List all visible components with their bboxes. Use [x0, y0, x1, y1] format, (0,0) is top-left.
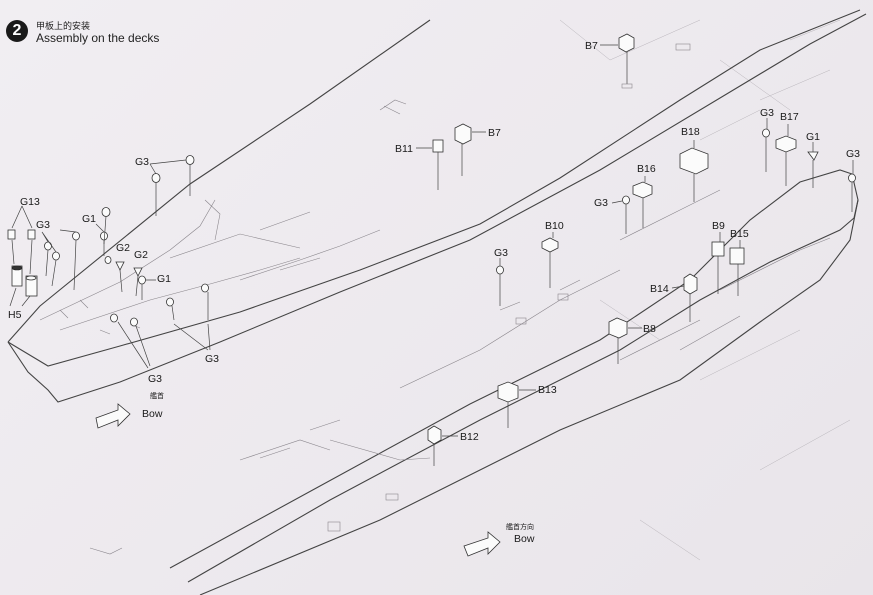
- label-B14: B14: [650, 283, 669, 295]
- label-G1-right: G1: [806, 131, 820, 143]
- label-B16: B16: [637, 163, 656, 175]
- label-G3-top: G3: [135, 156, 149, 168]
- label-B9: B9: [712, 220, 725, 232]
- label-G1-mid: G1: [157, 273, 171, 285]
- bow-label-cn-right: 艦首方向: [506, 522, 534, 531]
- label-B18: B18: [681, 126, 700, 138]
- label-B13: B13: [538, 384, 557, 396]
- label-B7-mid: B7: [488, 127, 501, 139]
- label-B12: B12: [460, 431, 479, 443]
- label-G3-right: G3: [760, 107, 774, 119]
- label-B10: B10: [545, 220, 564, 232]
- label-B7-top: B7: [585, 40, 598, 52]
- label-B11: B11: [395, 143, 413, 155]
- bow-deck-parts: G13 H5 G3 G1 G2 G2 G1: [7, 155, 219, 385]
- label-G2-b: G2: [134, 249, 148, 261]
- bow-deck-section: [7, 9, 867, 403]
- label-G3-center: G3: [494, 247, 508, 259]
- main-deck-parts: B7 B7 B11 B18 B16 G3 G3: [327, 33, 860, 532]
- label-G3-stern-side: G3: [205, 353, 219, 365]
- bow-arrow-left: 艦首 Bow: [95, 391, 164, 429]
- bow-arrow-right: 艦首方向 Bow: [463, 522, 535, 557]
- bow-label-en-left: Bow: [142, 408, 163, 420]
- label-B17: B17: [780, 111, 799, 123]
- label-G3-far-right: G3: [846, 148, 860, 160]
- step-title-english: Assembly on the decks: [36, 31, 160, 45]
- label-G3-bottom: G3: [148, 373, 162, 385]
- label-G3-b16: G3: [594, 197, 608, 209]
- bow-label-cn-left: 艦首: [150, 391, 164, 400]
- label-G13: G13: [20, 196, 40, 208]
- label-B8: B8: [643, 323, 656, 335]
- label-G1-bow: G1: [82, 213, 96, 225]
- label-G3-left: G3: [36, 219, 50, 231]
- label-H5: H5: [8, 309, 22, 321]
- bow-label-en-right: Bow: [514, 533, 535, 545]
- label-B15: B15: [730, 228, 749, 240]
- step-title-chinese: 甲板上的安装: [36, 21, 91, 31]
- step-number-badge: 2: [6, 20, 28, 42]
- main-deck-section: [89, 169, 859, 595]
- label-G2-a: G2: [116, 242, 130, 254]
